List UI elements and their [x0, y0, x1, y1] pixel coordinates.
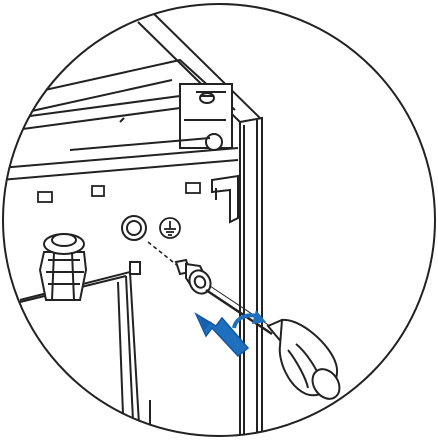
grounding-hole: [122, 216, 146, 240]
panel-tab: [130, 262, 140, 274]
protective-earth-ground-icon: [160, 218, 180, 238]
cabinet-side-rail: [240, 118, 262, 441]
cable-gland-icon: [40, 234, 86, 300]
